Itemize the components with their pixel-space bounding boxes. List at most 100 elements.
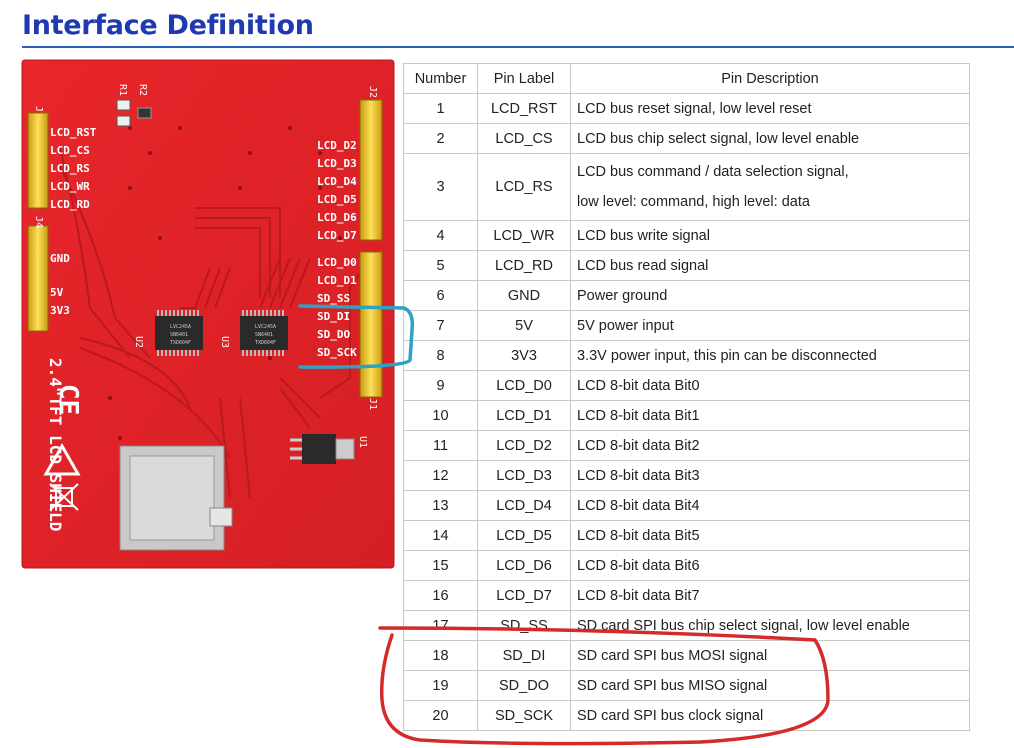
connector-label-j1: J1 bbox=[367, 398, 378, 410]
header-number: Number bbox=[403, 63, 478, 94]
board-pin-label-3v3: 3V3 bbox=[50, 304, 70, 317]
pin-number-cell: 17 bbox=[403, 610, 478, 641]
table-header-row: Number Pin Label Pin Description bbox=[403, 63, 970, 94]
chip-u3-line3: TXD604F bbox=[255, 340, 276, 346]
pin-label-cell: 5V bbox=[477, 310, 571, 341]
pin-number-cell: 6 bbox=[403, 280, 478, 311]
esd-warning-icon bbox=[43, 442, 81, 476]
chip-u3-line1: LVC245A bbox=[255, 324, 276, 330]
pin-description-cell: LCD 8-bit data Bit4 bbox=[570, 490, 970, 521]
pin-number-cell: 9 bbox=[403, 370, 478, 401]
header-pin-description: Pin Description bbox=[570, 63, 970, 94]
connector-label-j3: J3 bbox=[33, 106, 44, 118]
pin-label-cell: SD_SCK bbox=[477, 700, 571, 731]
connector-label-j4: J4 bbox=[33, 216, 44, 228]
pin-label-cell: SD_DO bbox=[477, 670, 571, 701]
pin-number-cell: 8 bbox=[403, 340, 478, 371]
pin-label-cell: LCD_D0 bbox=[477, 370, 571, 401]
pin-description-cell: LCD bus write signal bbox=[570, 220, 970, 251]
page-title: Interface Definition bbox=[22, 10, 314, 41]
pin-label-cell: LCD_D1 bbox=[477, 400, 571, 431]
pin-number-cell: 10 bbox=[403, 400, 478, 431]
pin-number-cell: 7 bbox=[403, 310, 478, 341]
pin-description-cell: SD card SPI bus clock signal bbox=[570, 700, 970, 731]
pin-label-cell: LCD_RST bbox=[477, 93, 571, 124]
header-pin-label: Pin Label bbox=[477, 63, 571, 94]
chip-u2-line1: LVC245A bbox=[170, 324, 191, 330]
board-pin-label-sd-sck: SD_SCK bbox=[317, 346, 357, 359]
pin-label-cell: GND bbox=[477, 280, 571, 311]
board-pin-label-lcd-rs: LCD_RS bbox=[50, 162, 90, 175]
pin-label-cell: LCD_WR bbox=[477, 220, 571, 251]
pin-label-cell: LCD_D7 bbox=[477, 580, 571, 611]
board-pin-label-lcd-d2: LCD_D2 bbox=[317, 139, 357, 152]
pin-number-cell: 16 bbox=[403, 580, 478, 611]
board-pin-label-lcd-d4: LCD_D4 bbox=[317, 175, 357, 188]
pin-description-cell: LCD 8-bit data Bit5 bbox=[570, 520, 970, 551]
pin-description-cell: LCD bus read signal bbox=[570, 250, 970, 281]
pin-description-cell: Power ground bbox=[570, 280, 970, 311]
chip-label-u3: U3 bbox=[219, 336, 230, 348]
pin-description-cell: LCD 8-bit data Bit6 bbox=[570, 550, 970, 581]
pin-number-cell: 5 bbox=[403, 250, 478, 281]
pin-description-cell: 5V power input bbox=[570, 310, 970, 341]
pin-description-cell: SD card SPI bus chip select signal, low … bbox=[570, 610, 970, 641]
lcd-shield-board-image: J3 J4 J2 J1 LCD_RST LCD_CS LCD_RS LCD_WR… bbox=[20, 58, 396, 570]
pin-description-cell: LCD 8-bit data Bit2 bbox=[570, 430, 970, 461]
pin-number-cell: 4 bbox=[403, 220, 478, 251]
chip-u2-line2: SN6401 bbox=[170, 332, 188, 338]
title-divider bbox=[22, 46, 1014, 48]
board-pin-label-sd-do: SD_DO bbox=[317, 328, 350, 341]
board-pin-label-lcd-d3: LCD_D3 bbox=[317, 157, 357, 170]
pin-number-cell: 19 bbox=[403, 670, 478, 701]
board-pin-label-lcd-rd: LCD_RD bbox=[50, 198, 90, 211]
board-pin-label-lcd-d0: LCD_D0 bbox=[317, 256, 357, 269]
pin-description-cell: LCD 8-bit data Bit1 bbox=[570, 400, 970, 431]
chip-label-u1: U1 bbox=[357, 436, 368, 448]
pin-description-cell: LCD 8-bit data Bit0 bbox=[570, 370, 970, 401]
resistor-label-r2: R2 bbox=[137, 84, 148, 96]
pin-label-cell: LCD_RS bbox=[477, 153, 571, 221]
ce-mark: CE bbox=[53, 384, 83, 415]
pin-label-cell: LCD_D2 bbox=[477, 430, 571, 461]
pin-label-cell: LCD_D5 bbox=[477, 520, 571, 551]
board-pin-label-lcd-cs: LCD_CS bbox=[50, 144, 90, 157]
board-pin-label-lcd-d1: LCD_D1 bbox=[317, 274, 357, 287]
pin-number-cell: 15 bbox=[403, 550, 478, 581]
pin-label-cell: LCD_CS bbox=[477, 123, 571, 154]
pin-number-cell: 12 bbox=[403, 460, 478, 491]
board-pin-label-sd-ss: SD_SS bbox=[317, 292, 350, 305]
pin-number-cell: 14 bbox=[403, 520, 478, 551]
pin-label-cell: LCD_D6 bbox=[477, 550, 571, 581]
pin-number-cell: 20 bbox=[403, 700, 478, 731]
pin-label-cell: SD_DI bbox=[477, 640, 571, 671]
pin-description-cell: 3.3V power input, this pin can be discon… bbox=[570, 340, 970, 371]
board-pin-label-sd-di: SD_DI bbox=[317, 310, 350, 323]
pin-description-cell: LCD bus reset signal, low level reset bbox=[570, 93, 970, 124]
board-pin-label-lcd-d6: LCD_D6 bbox=[317, 211, 357, 224]
board-pin-label-gnd: GND bbox=[50, 252, 70, 265]
pin-number-cell: 2 bbox=[403, 123, 478, 154]
pin-label-cell: LCD_D3 bbox=[477, 460, 571, 491]
connector-label-j2: J2 bbox=[367, 86, 378, 98]
pin-description-cell: SD card SPI bus MOSI signal bbox=[570, 640, 970, 671]
pin-description-line: low level: command, high level: data bbox=[577, 194, 810, 210]
